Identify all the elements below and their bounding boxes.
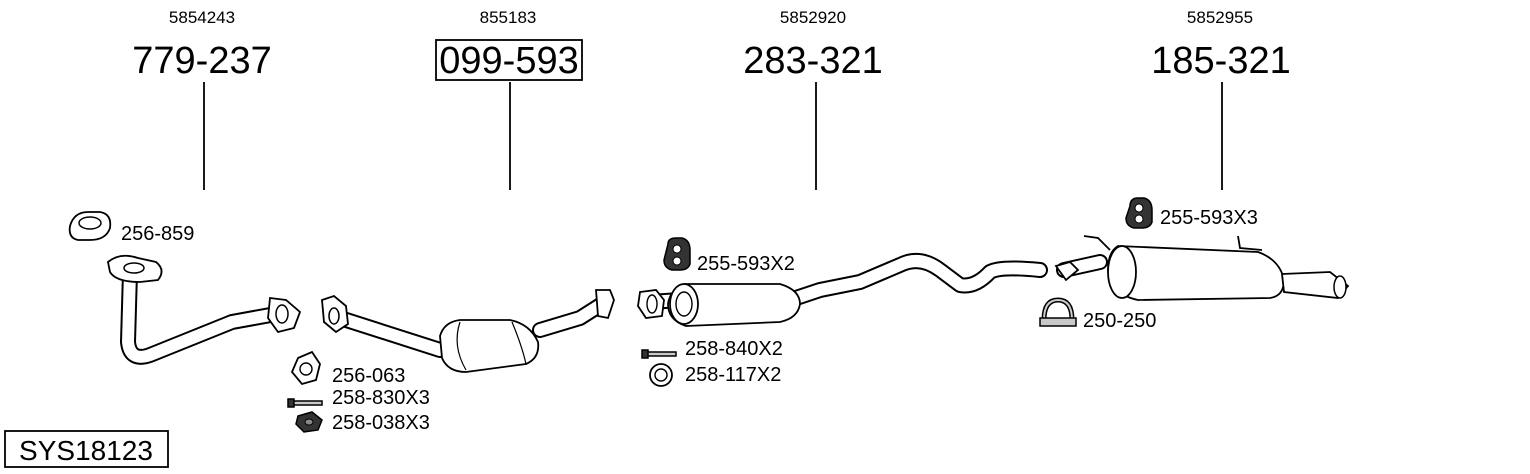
label-258-840: 258-840X2	[685, 338, 783, 360]
part-number-2[interactable]: 099-593	[439, 40, 578, 82]
part-number-1[interactable]: 779-237	[132, 40, 271, 82]
part-number-3[interactable]: 283-321	[743, 40, 882, 82]
part-header-1[interactable]: 5854243 779-237	[132, 8, 272, 190]
clamp-250-250[interactable]: 250-250	[1039, 297, 1156, 332]
oem-number-3: 5852920	[780, 8, 846, 27]
part-number-4[interactable]: 185-321	[1151, 40, 1290, 82]
gasket-256-063[interactable]: 256-063	[290, 350, 405, 387]
label-256-859: 256-859	[121, 223, 194, 245]
gasket-256-859[interactable]: 256-859	[68, 211, 195, 245]
bolt-258-830[interactable]: 258-830X3	[287, 387, 430, 409]
muffler-body-center	[667, 283, 801, 327]
oem-number-4: 5852955	[1187, 8, 1253, 27]
part-header-3[interactable]: 5852920 283-321	[743, 8, 883, 190]
hanger-255-593x2[interactable]: 255-593X2	[663, 237, 795, 275]
ring-258-117[interactable]: 258-117X2	[649, 363, 781, 387]
system-code: SYS18123	[19, 435, 153, 466]
part-header-4[interactable]: 5852955 185-321	[1151, 8, 1291, 190]
label-250-250: 250-250	[1083, 310, 1156, 332]
oem-number-2: 855183	[480, 8, 537, 27]
label-256-063: 256-063	[332, 365, 405, 387]
nut-258-038[interactable]: 258-038X3	[295, 411, 430, 434]
front-pipe[interactable]	[107, 254, 302, 365]
hanger-255-593x3[interactable]: 255-593X3	[1125, 197, 1258, 229]
label-258-117: 258-117X2	[685, 364, 781, 386]
label-255-593x2: 255-593X2	[697, 253, 795, 275]
rear-inlet-end	[1054, 260, 1080, 282]
oem-number-1: 5854243	[169, 8, 235, 27]
catalytic-converter[interactable]	[321, 289, 615, 373]
highlight-box	[435, 39, 583, 81]
bolt-258-840[interactable]: 258-840X2	[641, 338, 783, 360]
part-header-2[interactable]: 855183 099-593	[435, 8, 583, 190]
label-255-593x3: 255-593X3	[1160, 207, 1258, 229]
center-muffler[interactable]	[637, 253, 1048, 327]
system-code-box[interactable]: SYS18123	[4, 430, 169, 468]
rear-muffler[interactable]	[1054, 235, 1350, 301]
label-258-830: 258-830X3	[332, 387, 430, 409]
cat-outlet-flange	[595, 289, 615, 320]
cat-body	[439, 319, 540, 373]
label-258-038: 258-038X3	[332, 412, 430, 434]
